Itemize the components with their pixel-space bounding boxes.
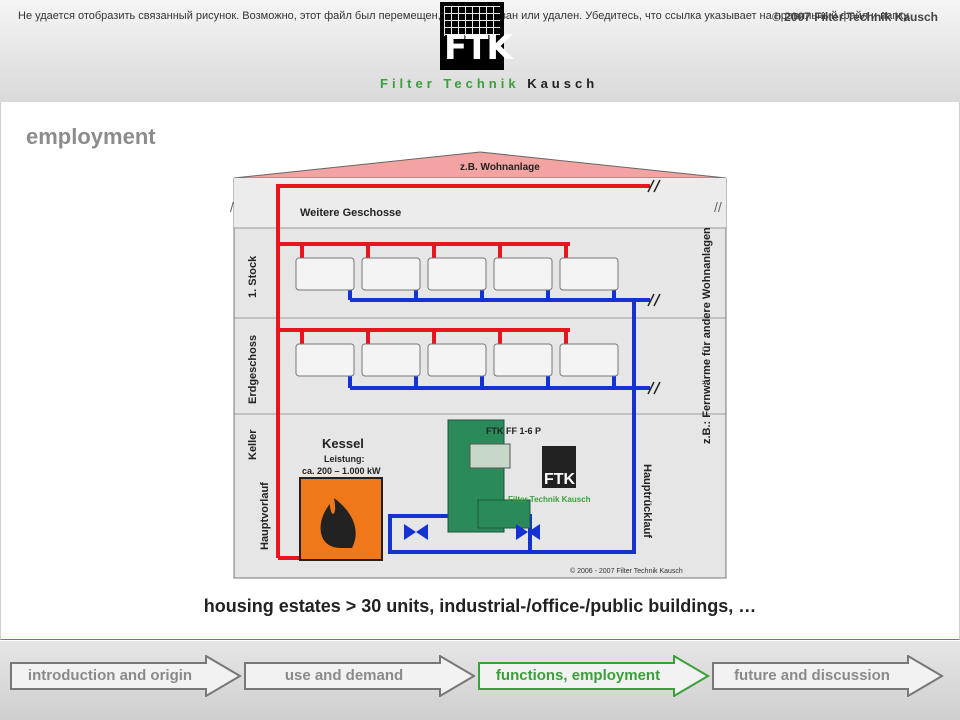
- diagram-copyright: © 2006 - 2007 Filter Technik Kausch: [570, 567, 683, 575]
- device-logo-icon: [542, 446, 576, 488]
- logo-text: FTK: [444, 28, 513, 68]
- device-logo-caption: Filter Technik Kausch: [508, 495, 591, 504]
- cellar-label: Keller: [247, 429, 259, 460]
- svg-text://: //: [230, 199, 234, 215]
- device-label: FTK FF 1-6 P: [486, 426, 541, 436]
- logo-caption: Filter Technik Kausch: [380, 76, 598, 91]
- nav-label: use and demand: [284, 667, 404, 684]
- nav-arrow-icon: [478, 655, 710, 697]
- nav-arrow-icon: [10, 655, 242, 697]
- heating-diagram: z.B. Wohnanlage // // Weitere Geschosse …: [230, 151, 727, 579]
- roof-label: z.B. Wohnanlage: [460, 162, 540, 173]
- nav-arrow-icon: [244, 655, 476, 697]
- nav-arrow-icon: [712, 655, 944, 697]
- header: Не удается отобразить связанный рисунок.…: [0, 0, 960, 102]
- nav-label: future and discussion: [734, 667, 890, 684]
- page-title: employment: [26, 124, 156, 149]
- logo-caption-main: Filter Technik: [380, 76, 520, 91]
- main-return-label: Hauptrücklauf: [641, 464, 653, 538]
- nav-label: functions, employment: [495, 667, 661, 684]
- header-copyright: © 2007 Filter Technik Kausch: [771, 10, 938, 24]
- ftk-logo: FTK: [440, 2, 513, 70]
- flame-icon: [320, 498, 356, 548]
- floor-1-label: 1. Stock: [247, 255, 259, 298]
- boiler-power-value: ca. 200 – 1.000 kW: [302, 466, 381, 476]
- logo-caption-k: Kausch: [527, 76, 599, 91]
- svg-text://: //: [714, 199, 722, 215]
- supply-pipes: [276, 184, 650, 560]
- district-heating-label: z.B.: Fernwärme für andere Wohnanlagen: [701, 227, 713, 444]
- main-supply-label: Hauptvorlauf: [259, 482, 271, 550]
- boiler-power-label: Leistung:: [324, 454, 365, 464]
- valve-icon-2: [516, 524, 528, 540]
- radiators: [295, 257, 619, 377]
- device-logo: FTK: [544, 471, 576, 488]
- upper-floors-label: Weitere Geschosse: [300, 207, 401, 219]
- valve-icon: [404, 524, 416, 540]
- logo-grid-icon: [444, 6, 500, 36]
- ground-floor-label: Erdgeschoss: [247, 335, 259, 404]
- footer-nav: introduction and origin use and demand f…: [0, 641, 960, 720]
- nav-label: introduction and origin: [27, 667, 193, 684]
- boiler-title: Kessel: [322, 436, 364, 451]
- page-subtitle: housing estates > 30 units, industrial-/…: [203, 596, 757, 616]
